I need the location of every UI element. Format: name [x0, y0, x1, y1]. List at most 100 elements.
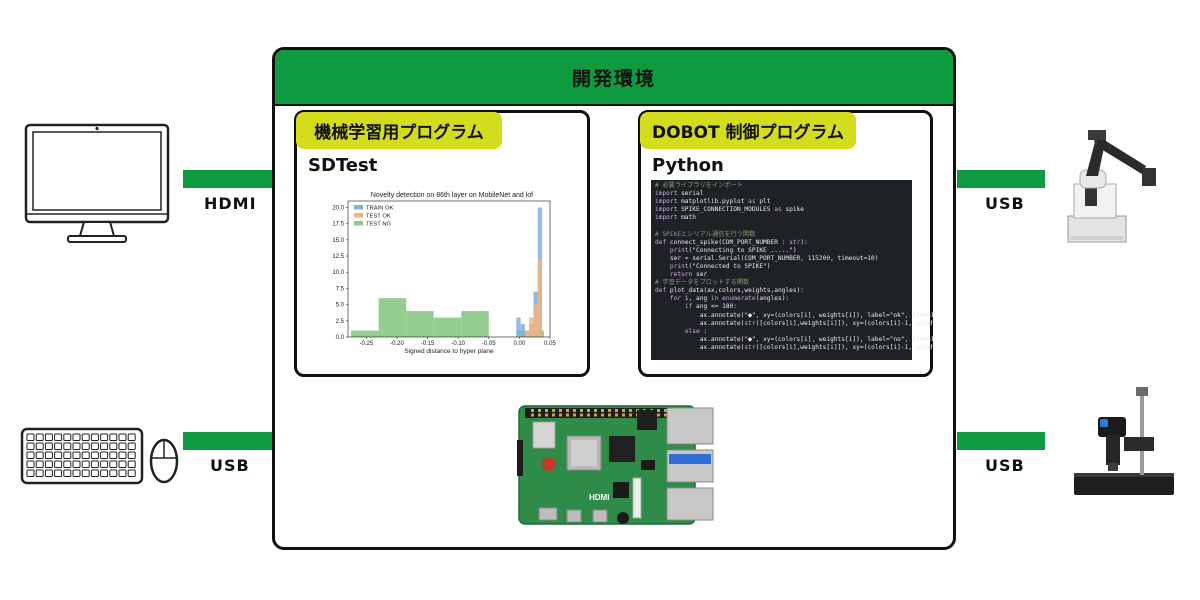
gpio-pin [664, 413, 667, 417]
y-tick-label: 15.0 [332, 238, 344, 244]
board-hdmi-logo: HDMI [589, 493, 609, 502]
histogram-bar [520, 324, 525, 337]
robot-usb-label: USB [985, 194, 1025, 213]
histogram-bar [516, 317, 521, 337]
keyboard-key [63, 451, 72, 459]
keyboard-key [44, 469, 53, 477]
code-line: # 学習データをプロットする関数 [655, 279, 750, 287]
ml-program-tag: 機械学習用プログラム [296, 112, 502, 149]
histogram-bar [433, 317, 462, 337]
gpio-pin [531, 413, 534, 417]
gpio-pin [608, 409, 611, 412]
dobot-program-tag: DOBOT 制御プログラム [640, 112, 856, 149]
legend-swatch [354, 205, 363, 210]
keyboard-key [127, 442, 136, 450]
keyboard-key [35, 460, 44, 468]
keyboard-key [100, 469, 109, 477]
keyboard-key [63, 460, 72, 468]
keyboard-key [26, 451, 35, 459]
gpio-pin [615, 409, 618, 412]
x-tick-label: -0.05 [482, 341, 496, 347]
keyboard-key [44, 451, 53, 459]
gpio-pin [587, 413, 590, 417]
histogram-bar [406, 311, 434, 337]
keyboard-key [81, 442, 90, 450]
keyboard-key [54, 460, 63, 468]
hdmi-cable-line [183, 170, 272, 188]
chart-title: Novelty detection on 86th layer on Mobil… [371, 192, 533, 199]
keyboard-key [90, 460, 99, 468]
code-line: ax.annotate(str([colors[i],weights[i]]),… [655, 343, 935, 351]
keyboard-key [72, 442, 81, 450]
keyboard-key [63, 469, 72, 477]
keyboard-cable-line [183, 432, 272, 450]
code-line: ax.annotate("●", xy=(colors[i], weights[… [655, 335, 935, 343]
code-line: ser = serial.Serial(COM_PORT_NUMBER, 115… [655, 254, 879, 262]
keyboard-key [81, 451, 90, 459]
code-line: else : [684, 327, 708, 335]
keyboard-key [118, 433, 127, 441]
keyboard-key [26, 433, 35, 441]
code-line: print("Connecting to SPIKE .....") [669, 246, 797, 254]
keyboard-key [44, 460, 53, 468]
keyboard-key [35, 469, 44, 477]
histogram-bar [461, 311, 489, 337]
keyboard-key [90, 469, 99, 477]
gpio-pin [664, 409, 667, 412]
keyboard-key [100, 460, 109, 468]
dobot-program-subtitle: Python [652, 155, 724, 176]
gpio-pin [573, 413, 576, 417]
keyboard-key [109, 442, 118, 450]
raspberry-pi-board-icon: HDMI [517, 405, 714, 525]
keyboard-key [35, 451, 44, 459]
keyboard-key [63, 433, 72, 441]
microscope-icon [1074, 387, 1174, 495]
keyboard-key [54, 451, 63, 459]
gpio-pin [531, 409, 534, 412]
code-line: import serial [655, 190, 704, 198]
gpio-pin [608, 413, 611, 417]
gpio-pin [629, 409, 632, 412]
plot-area-frame [347, 200, 551, 338]
histogram-bar [533, 304, 538, 337]
code-line: def connect_spike(COM_PORT_NUMBER : str)… [655, 238, 808, 246]
histogram-bar [529, 317, 534, 337]
keyboard-key [118, 442, 127, 450]
keyboard-key [118, 460, 127, 468]
gpio-pin [657, 413, 660, 417]
keyboard-key [63, 442, 72, 450]
legend-swatch [354, 213, 363, 218]
keyboard-key [35, 442, 44, 450]
gpio-pin [552, 409, 555, 412]
keyboard-key [26, 442, 35, 450]
keyboard-key [35, 433, 44, 441]
histogram-bar [537, 259, 543, 337]
y-tick-label: 10.0 [332, 270, 344, 276]
microscope-usb-label: USB [985, 456, 1025, 475]
code-line: for i, ang in enumerate(angles): [669, 295, 790, 303]
gpio-pin [622, 413, 625, 417]
keyboard-key [44, 433, 53, 441]
keyboard-key [100, 433, 109, 441]
legend-label: TRAIN OK [366, 206, 394, 212]
keyboard-key [109, 460, 118, 468]
gpio-pin [552, 413, 555, 417]
gpio-pin [559, 409, 562, 412]
y-tick-label: 7.5 [336, 286, 345, 292]
code-line: ax.annotate(str([colors[i],weights[i]]),… [655, 319, 935, 327]
keyboard-key [109, 451, 118, 459]
keyboard-key [100, 442, 109, 450]
keyboard-key [81, 460, 90, 468]
code-line: ax.annotate("●", xy=(colors[i], weights[… [655, 311, 935, 319]
gpio-pin [580, 413, 583, 417]
environment-title: 開発環境 [275, 50, 953, 106]
robot-arm-icon [1067, 130, 1156, 243]
keyboard-usb-label: USB [210, 456, 250, 475]
robot-cable-line [957, 170, 1045, 188]
gpio-pin [580, 409, 583, 412]
gpio-pin [594, 413, 597, 417]
y-tick-label: 2.5 [336, 319, 345, 325]
keyboard-key [127, 460, 136, 468]
keyboard-key [81, 469, 90, 477]
